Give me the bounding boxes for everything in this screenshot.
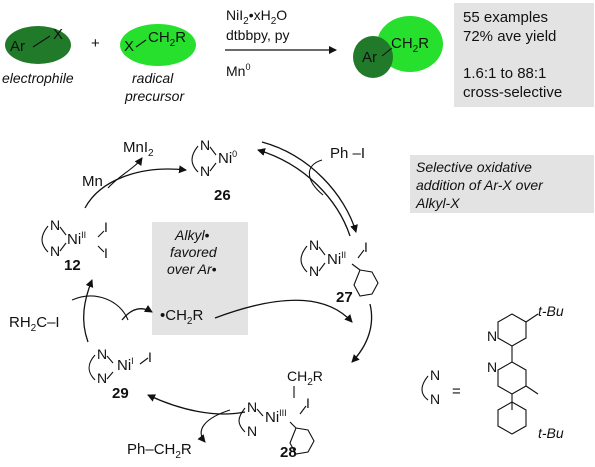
radical-precursor-x: X: [124, 38, 134, 55]
svg-text:I: I: [148, 349, 152, 365]
svg-text:N: N: [247, 423, 257, 439]
electrophile-ar: Ar: [10, 38, 25, 55]
svg-text:I: I: [104, 245, 108, 261]
svg-text:addition of Ar-X over: addition of Ar-X over: [416, 177, 544, 193]
complex-12-number: 12: [64, 257, 81, 274]
svg-text:N: N: [430, 391, 440, 407]
summary-box: 55 examples 72% ave yield 1.6:1 to 88:1 …: [454, 3, 594, 107]
arrow-12-to-26: [84, 165, 187, 209]
svg-text:Alkyl•: Alkyl•: [174, 227, 210, 243]
electrophile: Ar X electrophile: [2, 26, 74, 86]
product-ch2r: CH2R: [391, 35, 429, 55]
svg-text:I: I: [364, 239, 368, 255]
complex-28-number: 28: [280, 444, 297, 461]
summary-line-1: 55 examples: [463, 9, 548, 26]
svg-text:I: I: [104, 219, 108, 235]
radical-precursor: X CH2R radical precursor: [120, 24, 196, 104]
product-ar: Ar: [362, 49, 377, 66]
ligand-lower-pyridine: [497, 361, 527, 395]
complex-29-number: 29: [112, 385, 129, 402]
complex-29: N N NiI I 29: [88, 346, 152, 402]
svg-text:N: N: [487, 328, 497, 344]
selective-oa-text: Selective oxidative addition of Ar-X ove…: [415, 159, 544, 211]
reaction-conditions: NiI2•xH2O dtbbpy, py Mn0: [225, 7, 337, 79]
arrow-phI-in: [308, 159, 324, 196]
svg-text:Alkyl-X: Alkyl-X: [415, 195, 460, 211]
product: Ar CH2R: [353, 16, 443, 78]
radical-precursor-oval: [120, 24, 196, 66]
complex-28: CH2R N N NiIII I 28: [238, 368, 323, 461]
svg-text:NiII: NiII: [67, 230, 86, 248]
radical-precursor-caption-2: precursor: [124, 88, 185, 104]
condition-ligand: dtbbpy, py: [226, 27, 290, 43]
svg-text:NiII: NiII: [327, 250, 346, 268]
svg-text:t-Bu: t-Bu: [538, 425, 564, 441]
svg-text:N: N: [50, 217, 60, 233]
radical-precursor-ch2r: CH2R: [148, 29, 186, 49]
alkyl-favored-text: Alkyl• favored over Ar•: [167, 227, 218, 277]
complex-12: N N NiII I I 12: [41, 217, 108, 274]
condition-reductant: Mn0: [226, 62, 250, 79]
svg-text:Selective oxidative: Selective oxidative: [416, 159, 532, 175]
arrow-radical-out: [121, 305, 153, 321]
summary-line-2: 72% ave yield: [463, 28, 556, 45]
complex-27: N N NiII I 27: [300, 237, 379, 306]
complex-26-number: 26: [214, 187, 231, 204]
arrow-mn-in: [107, 157, 143, 189]
complex-26: N N Ni0 26: [191, 137, 237, 204]
product-ph-ch2r: Ph–CH2R: [127, 441, 192, 461]
electrophile-caption: electrophile: [2, 70, 74, 86]
arrow-product-out: [197, 409, 231, 443]
reagent-ph-i: Ph –I: [330, 145, 365, 162]
svg-text:N: N: [200, 137, 210, 153]
arrow-27-to-28: [351, 303, 373, 363]
svg-text:I: I: [306, 395, 310, 411]
arrow-26-to-27-forward: [261, 141, 358, 233]
svg-text:N: N: [487, 359, 497, 375]
svg-text:N: N: [309, 237, 319, 253]
svg-text:N: N: [97, 370, 107, 386]
svg-text:N: N: [309, 263, 319, 279]
ligand-equals: =: [452, 383, 461, 400]
arrow-28-to-29: [147, 394, 246, 415]
svg-text:Ni0: Ni0: [218, 149, 237, 167]
svg-text:N: N: [97, 346, 107, 362]
ligand-legend: N N = N t-Bu N t-Bu: [421, 303, 564, 441]
svg-text:over Ar•: over Ar•: [167, 261, 217, 277]
complex-28-phenyl-ring: [289, 427, 315, 455]
svg-text:NiIII: NiIII: [265, 408, 287, 426]
svg-text:N: N: [50, 243, 60, 259]
svg-text:favored: favored: [170, 244, 218, 260]
arrow-radical-to-27: [214, 299, 353, 323]
radical-ch2r: •CH2R: [160, 307, 203, 327]
electrophile-x: X: [53, 26, 63, 43]
ligand-upper-pyridine: [497, 313, 527, 347]
arrow-29-to-12: [83, 279, 94, 343]
selective-oa-box: [410, 155, 594, 213]
svg-text:t-Bu: t-Bu: [538, 303, 564, 319]
summary-line-3: 1.6:1 to 88:1: [463, 65, 546, 82]
summary-line-4: cross-selective: [463, 84, 562, 101]
reagent-mni2: MnI2: [123, 139, 154, 159]
svg-text:CH2R: CH2R: [287, 368, 323, 388]
reagent-mn: Mn: [82, 173, 103, 190]
alkyl-favored-box: [152, 222, 248, 335]
svg-text:N: N: [430, 367, 440, 383]
arrow-27-to-26-reverse: [257, 148, 351, 237]
product-ar-oval: [353, 36, 393, 78]
condition-catalyst: NiI2•xH2O: [226, 7, 287, 27]
electrophile-oval: [5, 26, 71, 64]
svg-text:N: N: [200, 163, 210, 179]
arrow-rh2ci-in: [71, 295, 129, 321]
svg-text:N: N: [247, 399, 257, 415]
svg-text:NiI: NiI: [117, 356, 134, 374]
complex-27-number: 27: [336, 289, 353, 306]
reagent-rh2ci: RH2C–I: [9, 314, 60, 334]
product-ch2r-oval: [377, 16, 443, 72]
radical-precursor-caption-1: radical: [132, 70, 174, 86]
complex-27-phenyl-ring: [353, 269, 379, 297]
plus-sign: +: [91, 35, 100, 52]
